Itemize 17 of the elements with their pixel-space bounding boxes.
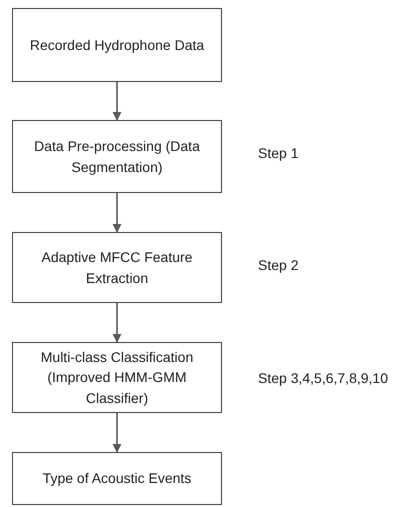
box-label: Type of Acoustic Events [42, 469, 192, 488]
arrow [112, 303, 122, 343]
box-label: Adaptive MFCC Feature Extraction [40, 248, 194, 288]
process-box [12, 342, 222, 413]
box-label: Recorded Hydrophone Data [30, 36, 204, 55]
step-label: Step 1 [258, 145, 298, 161]
process-box [12, 452, 222, 505]
box-label: Multi-class Classification (Improved HMM-GMM Classifier) [40, 348, 194, 408]
arrow [112, 193, 122, 233]
arrow [112, 413, 122, 453]
box-label: Data Pre-processing (Data Segmentation) [33, 137, 201, 177]
process-box [12, 232, 222, 303]
step-label: Step 3,4,5,6,7,8,9,10 [258, 370, 388, 386]
process-box [12, 120, 222, 193]
step-label: Step 2 [258, 257, 298, 273]
process-box [12, 8, 222, 82]
arrow [112, 82, 122, 121]
